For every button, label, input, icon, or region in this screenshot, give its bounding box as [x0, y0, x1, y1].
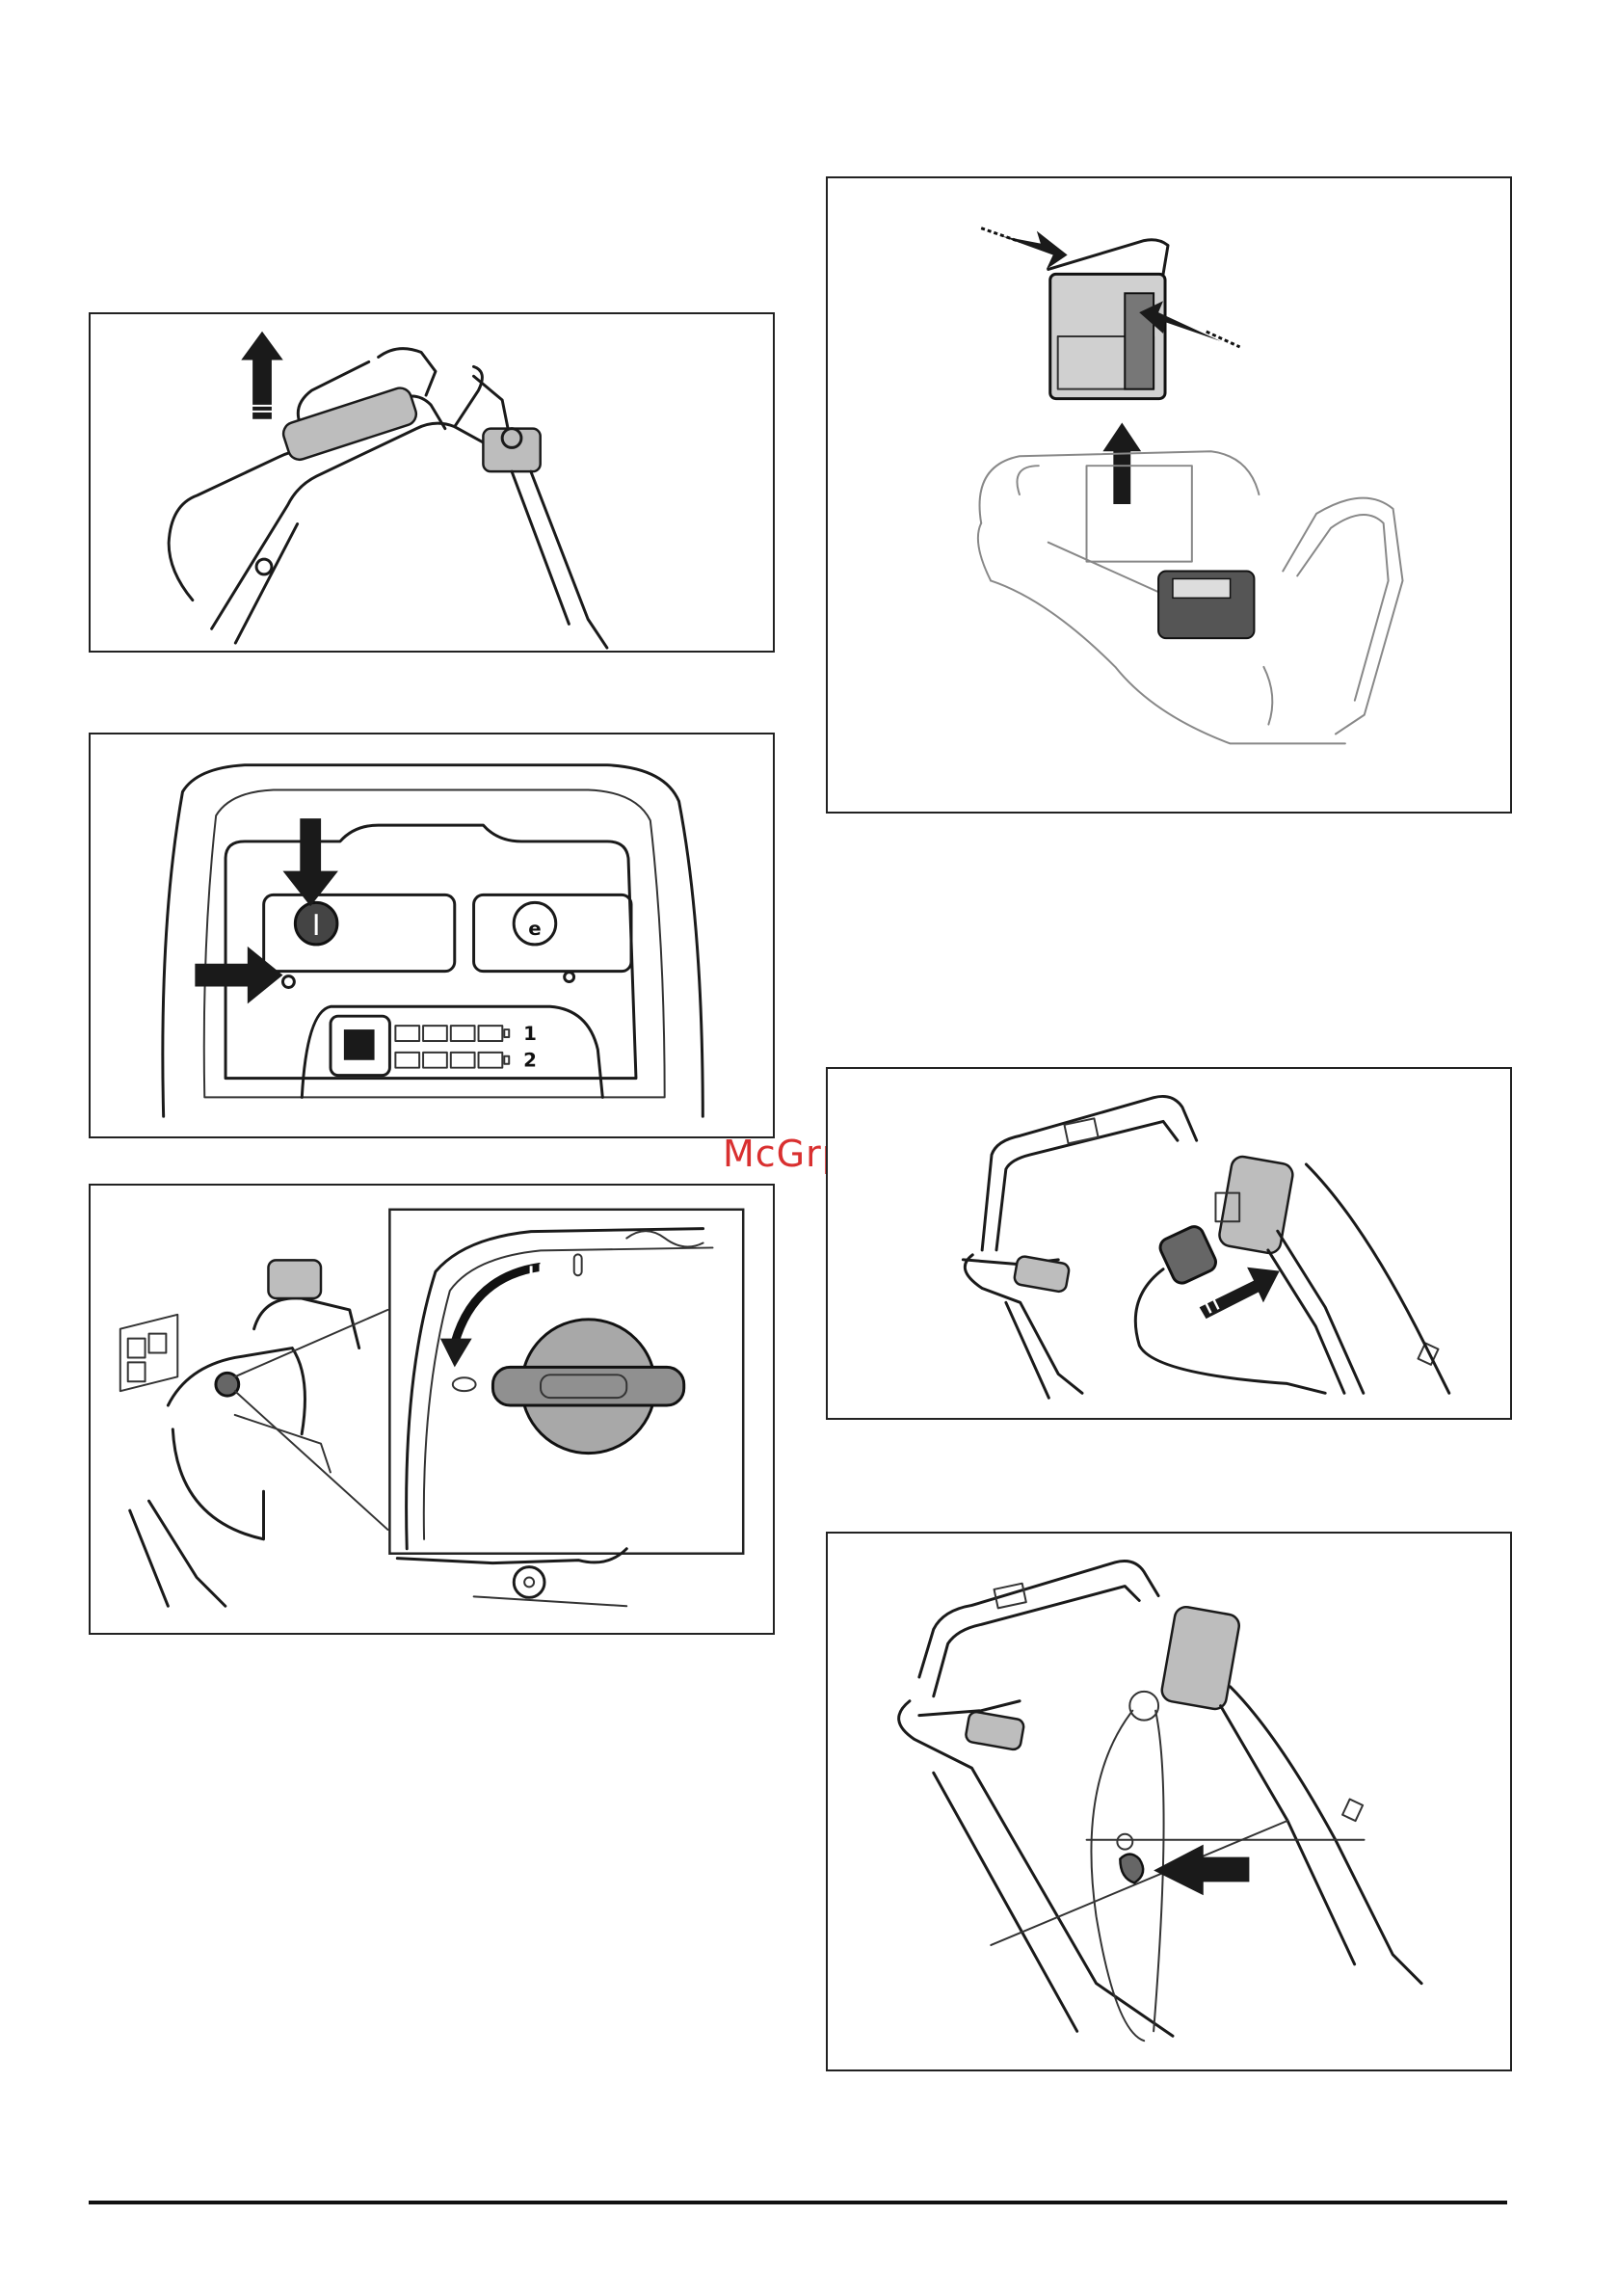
figure-cable-clip [826, 1532, 1512, 2071]
cable-clip-illustration [828, 1534, 1510, 2069]
battery-lid-illustration [91, 1186, 773, 1633]
figure-battery-remove [826, 176, 1512, 814]
indicator-led-icon [282, 976, 294, 988]
figure-handle-lift [89, 312, 775, 653]
push-arrow-left-icon [1000, 231, 1068, 270]
cable-clip-icon [1120, 1855, 1143, 1883]
charger-connect-illustration [828, 1069, 1510, 1418]
eco-mode-label: e [528, 918, 541, 940]
control-panel-illustration: e 1 2 [91, 734, 773, 1136]
footer-rule [89, 2201, 1507, 2204]
handle-illustration [91, 314, 773, 651]
down-arrow-icon [282, 818, 337, 906]
connect-arrow-icon [1200, 1268, 1280, 1319]
right-arrow-icon [195, 947, 282, 1003]
battery-level-2-label: 2 [523, 1050, 537, 1072]
figure-battery-lid [89, 1184, 775, 1635]
lift-arrow-icon [1102, 422, 1141, 503]
battery-remove-illustration [828, 178, 1510, 812]
battery-level-1-label: 1 [523, 1023, 537, 1045]
clip-arrow-icon [1154, 1845, 1249, 1896]
figure-control-panel: e 1 2 [89, 733, 775, 1138]
figure-charger-connect [826, 1067, 1512, 1420]
